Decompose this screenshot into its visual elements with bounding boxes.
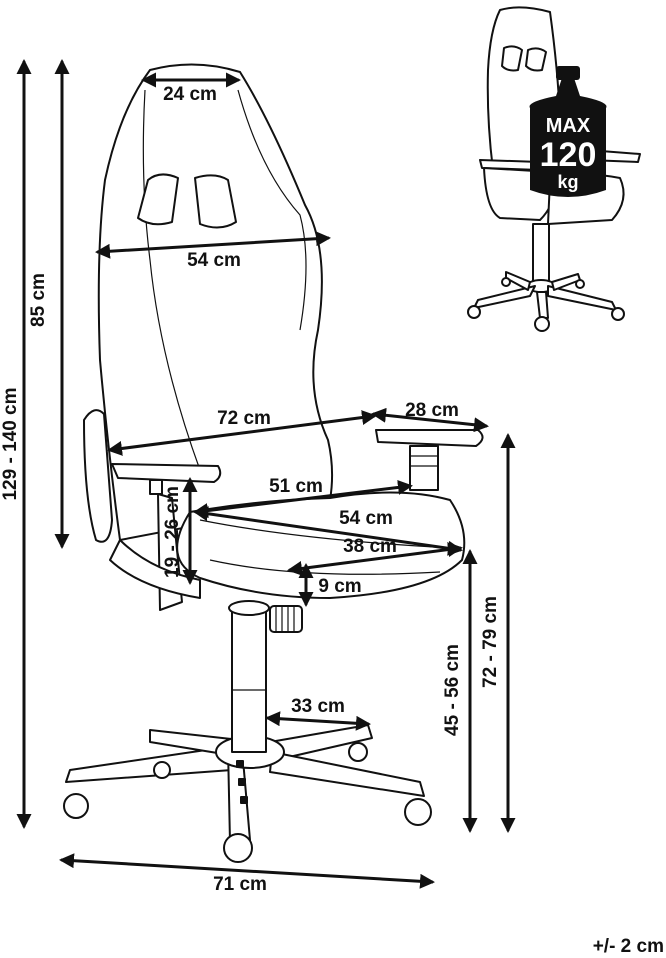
max-load-unit: kg xyxy=(557,172,578,192)
label-seat-height: 45 - 56 cm xyxy=(442,644,463,736)
label-seat-depth: 54 cm xyxy=(339,508,393,529)
label-base-radius: 33 cm xyxy=(291,696,345,717)
label-seat-width-front: 51 cm xyxy=(269,476,323,497)
right-armrest xyxy=(375,429,484,491)
label-armrest-floor-height: 72 - 79 cm xyxy=(480,596,501,688)
label-seat-thickness: 9 cm xyxy=(318,576,361,597)
label-backrest-width: 54 cm xyxy=(187,250,241,271)
label-headrest-width: 24 cm xyxy=(163,84,217,105)
gas-lift xyxy=(228,600,303,753)
label-tolerance: +/- 2 cm xyxy=(593,936,664,957)
label-base-width: 71 cm xyxy=(213,874,267,895)
label-armrest-length: 28 cm xyxy=(405,400,459,421)
weight-icon: MAX 120 kg xyxy=(529,66,607,197)
label-armrest-span: 72 cm xyxy=(217,408,271,429)
label-total-height: 129 - 140 cm xyxy=(0,387,21,500)
label-backrest-height: 85 cm xyxy=(28,273,49,327)
dimension-lines xyxy=(16,59,516,889)
label-seat-width: 38 cm xyxy=(343,536,397,557)
dimension-labels: 129 - 140 cm 85 cm 24 cm 54 cm 72 cm 28 … xyxy=(0,84,664,957)
label-armrest-height: 19 - 26 cm xyxy=(162,486,183,578)
max-label: MAX xyxy=(546,115,591,137)
max-load-value: 120 xyxy=(540,136,597,174)
chair-illustration xyxy=(63,63,484,863)
max-load-illustration: MAX 120 kg xyxy=(467,6,641,332)
